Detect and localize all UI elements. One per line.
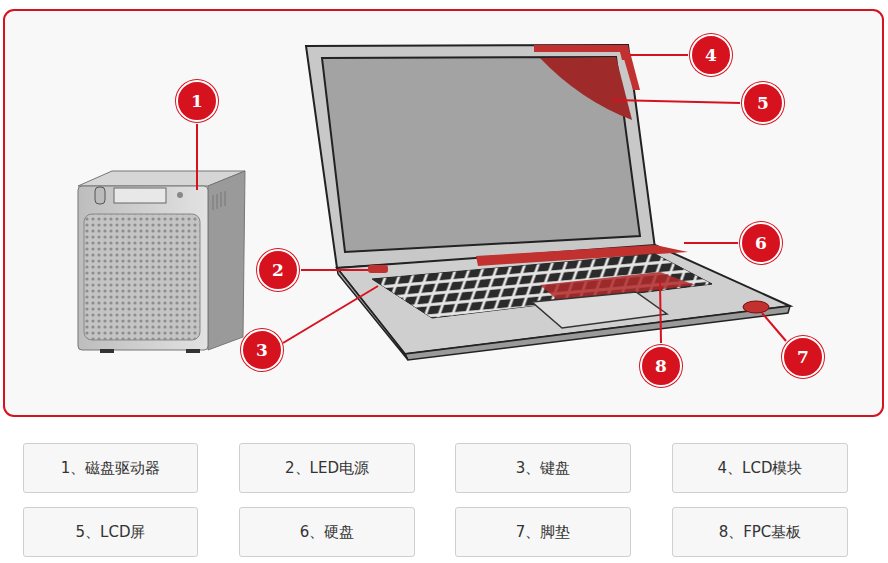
part-name-box: 4、LCD模块 [672, 443, 848, 493]
label-text: 6、硬盘 [300, 523, 355, 542]
label-text: 8 [655, 358, 667, 375]
part-name-box: 6、硬盘 [239, 507, 415, 557]
part-name-box: 1、磁盘驱动器 [23, 443, 198, 493]
label-text: 5 [757, 95, 769, 112]
label-text: 4、LCD模块 [718, 459, 803, 478]
callout-number: 7 [782, 336, 824, 378]
disk-drive [78, 171, 245, 353]
callout-number: 3 [241, 329, 283, 371]
callout-number: 6 [740, 222, 782, 264]
label-text: 1 [191, 93, 203, 110]
callout-number: 4 [690, 34, 732, 76]
part-name-box: 7、脚垫 [455, 507, 631, 557]
panel [4, 10, 883, 416]
label-text: 5、LCD屏 [76, 523, 146, 542]
label-text: 8、FPC基板 [719, 523, 802, 542]
callout-number: 1 [176, 80, 218, 122]
part-name-box: 5、LCD屏 [23, 507, 198, 557]
label-text: 3、键盘 [516, 459, 571, 478]
laptop [306, 45, 790, 360]
part-name-box: 2、LED电源 [239, 443, 415, 493]
label-text: 2、LED电源 [285, 459, 369, 478]
part-name-box: 8、FPC基板 [672, 507, 848, 557]
callout-number: 5 [742, 82, 784, 124]
label-text: 6 [755, 235, 767, 252]
callout-number: 8 [640, 345, 682, 387]
label-text: 2 [272, 262, 284, 279]
callout-number: 2 [257, 249, 299, 291]
part-name-box: 3、键盘 [455, 443, 631, 493]
label-text: 4 [705, 47, 717, 64]
label-text: 7 [797, 349, 809, 366]
label-text: 3 [256, 342, 268, 359]
label-text: 7、脚垫 [516, 523, 571, 542]
label-text: 1、磁盘驱动器 [61, 459, 161, 478]
leader-lines [197, 55, 786, 343]
